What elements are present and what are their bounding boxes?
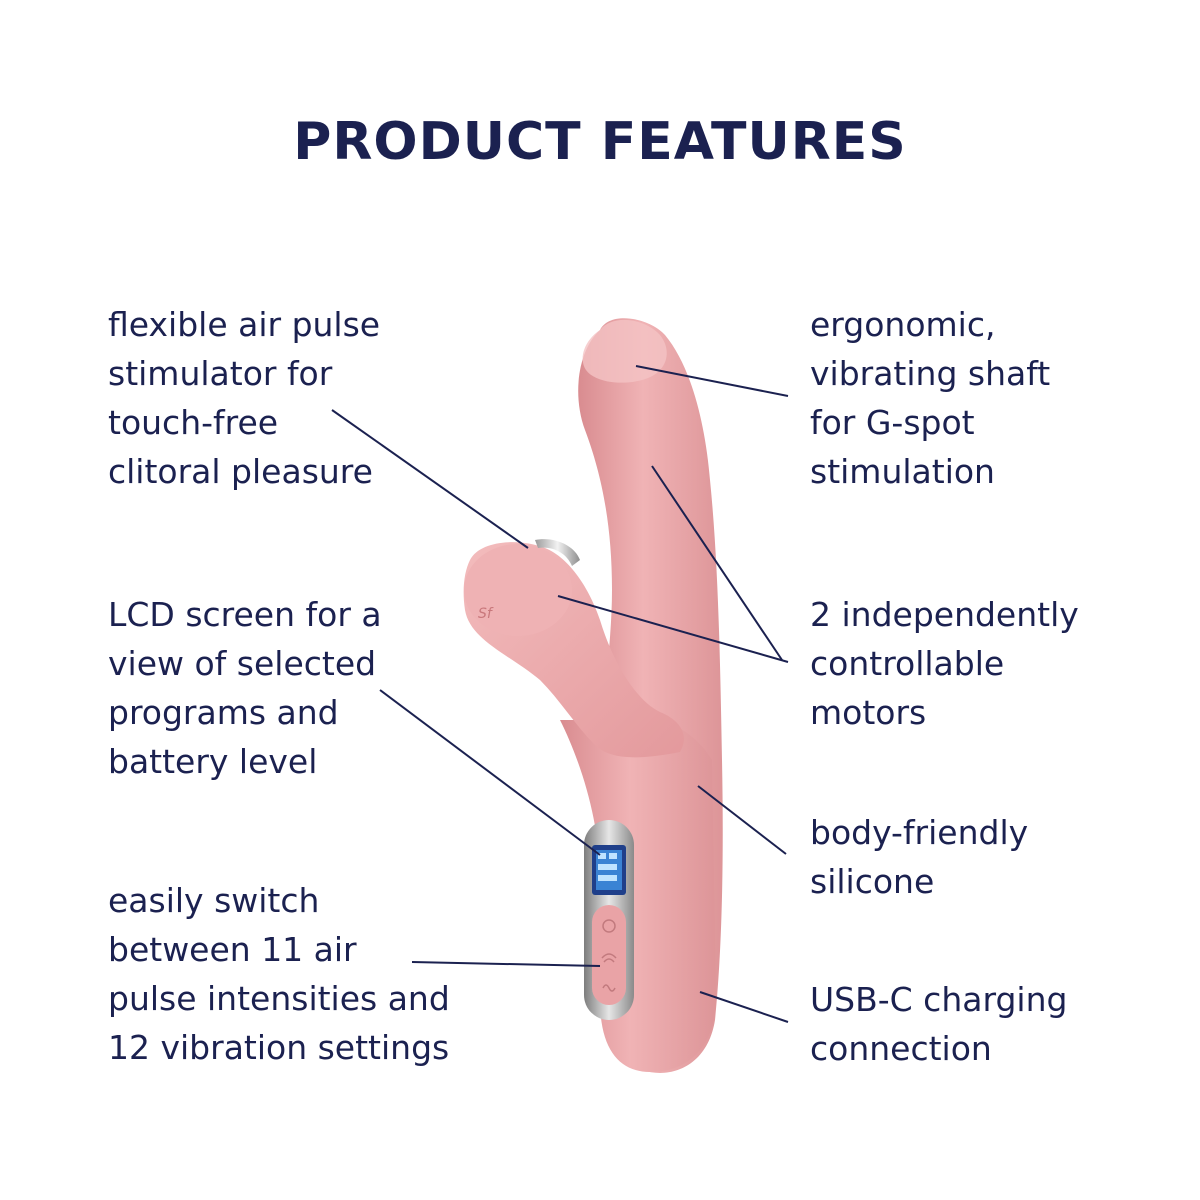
feature-text-line: USB-C charging [810,980,1068,1019]
feature-settings-switch: easily switch between 11 air pulse inten… [108,876,450,1072]
callout-usb [699,991,789,1023]
vibration-button-icon[interactable] [601,953,617,963]
page-title: PRODUCT FEATURES [293,112,907,172]
feature-usb-charging: USB-C charging connection [810,975,1067,1073]
feature-text-line: touch-free [108,403,279,442]
lcd-digit [598,853,606,859]
callout-lcd [379,689,601,856]
feature-text-line: for G-spot [810,403,975,442]
feature-text-line: view of selected [108,644,377,683]
feature-text-line: vibrating shaft [810,354,1051,393]
feature-text-line: LCD screen for a [108,595,382,634]
feature-vibrating-shaft: ergonomic, vibrating shaft for G-spot st… [810,300,1050,496]
callout-shaft [635,365,789,397]
feature-text-line: controllable [810,644,1005,683]
feature-text-line: between 11 air [108,930,357,969]
callout-motor-1 [651,465,783,661]
feature-text-line: 12 vibration settings [108,1028,450,1067]
air-pulse-ring [535,539,580,566]
handle [560,720,716,1072]
mode-button-icon[interactable] [602,984,616,992]
air-pulse-head [464,544,572,636]
air-pulse-button-icon[interactable] [602,919,616,933]
feature-silicone: body-friendly silicone [810,808,1028,906]
feature-text-line: easily switch [108,881,320,920]
callout-lines [331,365,789,1023]
feature-text-line: motors [810,693,927,732]
callout-motor-2 [557,595,789,663]
lcd-digit [598,875,617,881]
lcd-digit [598,864,617,870]
callout-switch [411,961,601,967]
feature-lcd-screen: LCD screen for a view of selected progra… [108,590,382,786]
feature-text-line: ergonomic, [810,305,996,344]
feature-text-line: programs and [108,693,339,732]
feature-text-line: stimulation [810,452,995,491]
feature-text-line: flexible air pulse [108,305,381,344]
button-plate [592,905,626,1005]
feature-text-line: silicone [810,862,935,901]
callout-air-pulse [331,409,529,549]
feature-text-line: 2 independently [810,595,1079,634]
feature-text-line: connection [810,1029,992,1068]
feature-motors: 2 independently controllable motors [810,590,1079,737]
feature-text-line: clitoral pleasure [108,452,373,491]
satisfyer-logo-icon: Sf [478,606,494,622]
feature-air-pulse: flexible air pulse stimulator for touch-… [108,300,380,496]
feature-text-line: pulse intensities and [108,979,450,1018]
callout-silicone [697,785,787,855]
lcd-digit [609,853,617,859]
feature-text-line: stimulator for [108,354,333,393]
feature-text-line: battery level [108,742,318,781]
feature-text-line: body-friendly [810,813,1029,852]
